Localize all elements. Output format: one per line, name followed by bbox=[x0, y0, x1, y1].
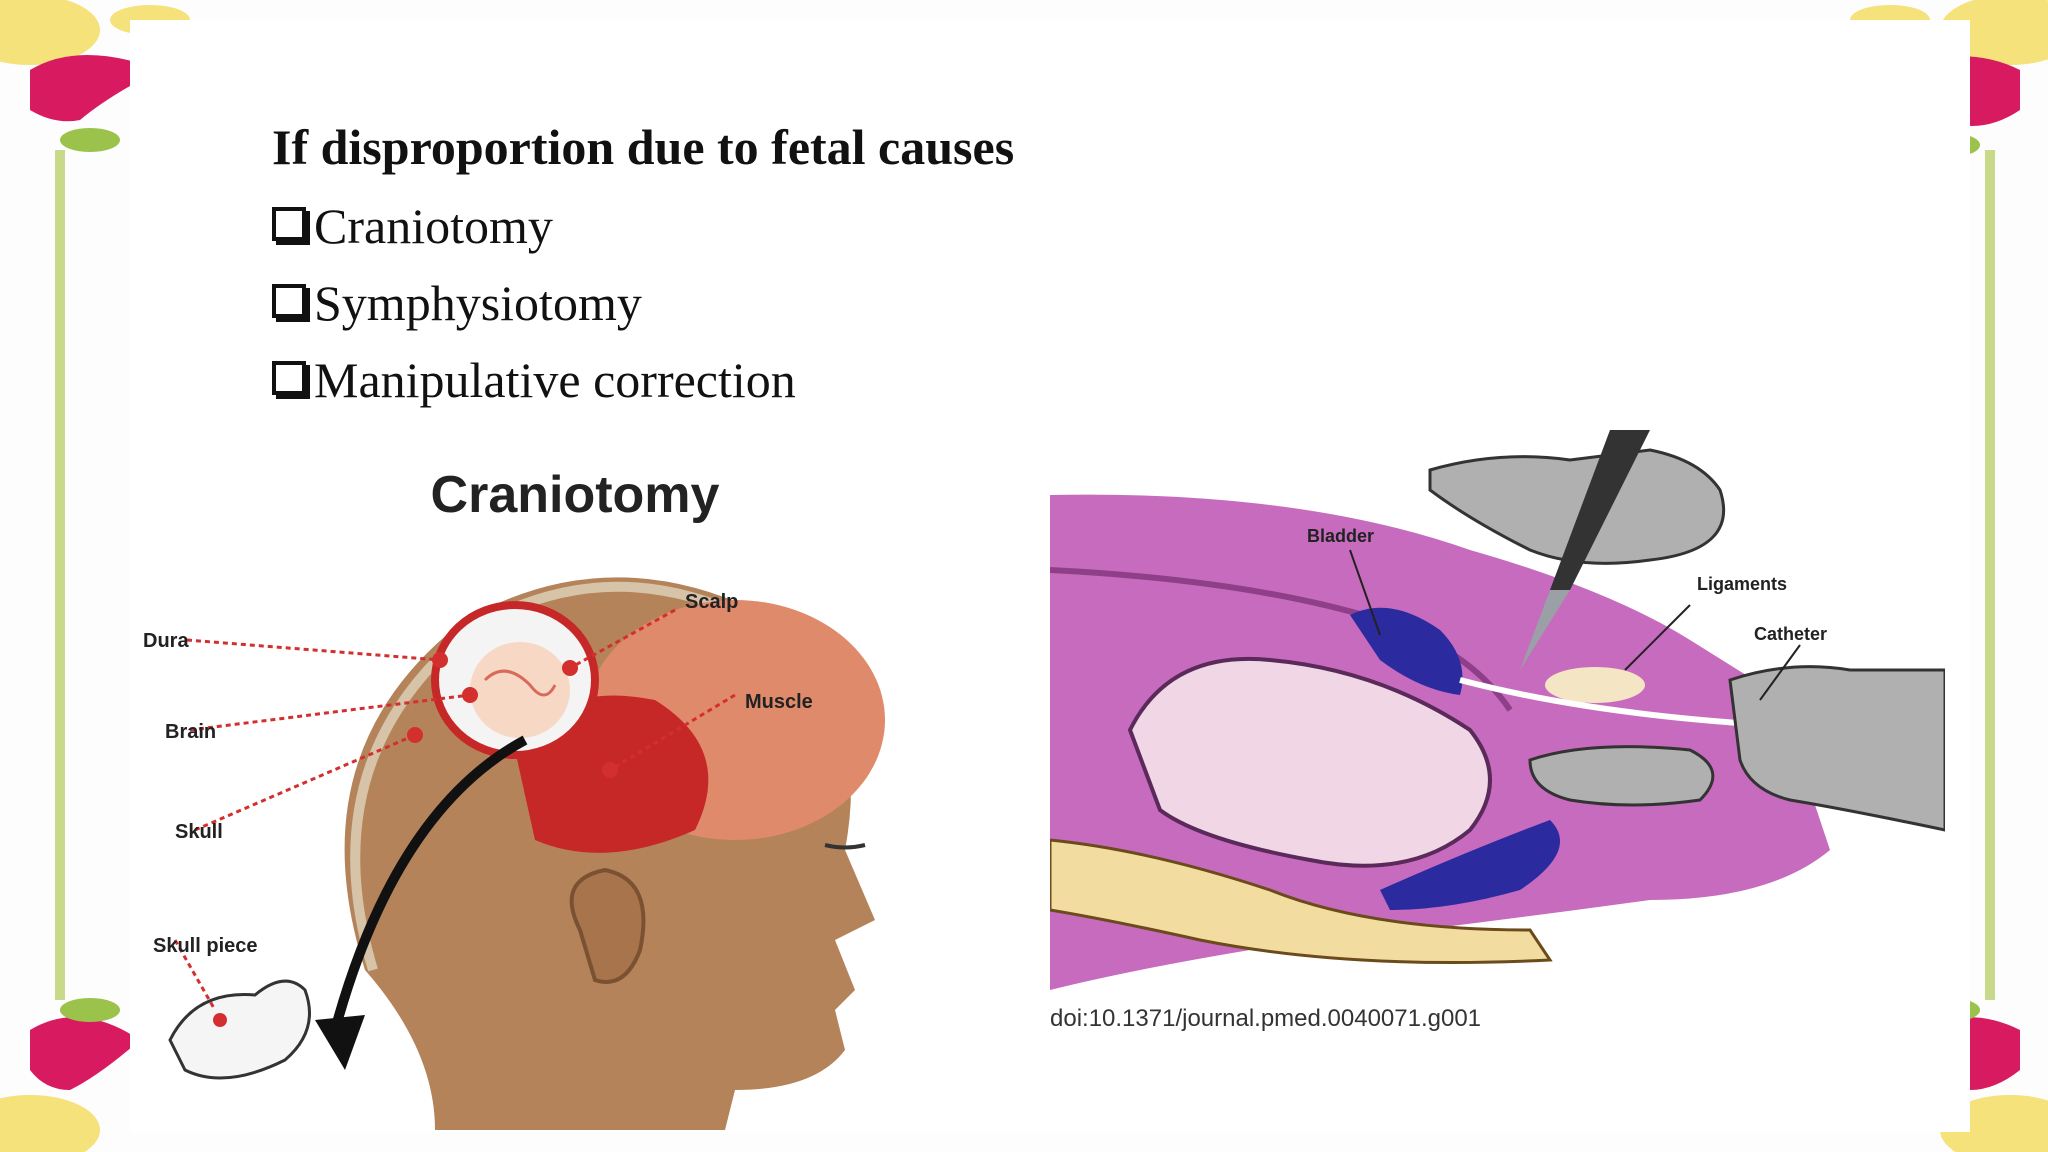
label-brain: Brain bbox=[165, 721, 216, 743]
bullet-symphysiotomy: Symphysiotomy bbox=[272, 274, 642, 332]
slide-heading: If disproportion due to fetal causes bbox=[272, 119, 1015, 175]
glove-right bbox=[1728, 665, 1945, 832]
bullet-label: Craniotomy bbox=[314, 198, 553, 254]
bullet-manipulative-correction: Manipulative correction bbox=[272, 351, 796, 409]
label-ligaments: Ligaments bbox=[1697, 574, 1787, 594]
scalpel-blade bbox=[1520, 590, 1570, 670]
craniotomy-title: Craniotomy bbox=[431, 466, 720, 524]
label-scalp: Scalp bbox=[685, 591, 738, 613]
label-muscle: Muscle bbox=[745, 691, 813, 713]
label-dura: Dura bbox=[143, 630, 189, 652]
doi-caption: doi:10.1371/journal.pmed.0040071.g001 bbox=[1050, 1005, 1481, 1032]
bullet-label: Symphysiotomy bbox=[314, 275, 642, 331]
skull-piece bbox=[168, 979, 311, 1080]
flower-bottom-left bbox=[0, 998, 140, 1152]
label-catheter: Catheter bbox=[1754, 624, 1827, 644]
bullet-craniotomy: Craniotomy bbox=[272, 197, 553, 255]
label-bladder: Bladder bbox=[1307, 526, 1374, 546]
craniotomy-diagram: Craniotomy bbox=[135, 450, 1005, 1130]
bullet-label: Manipulative correction bbox=[314, 352, 796, 408]
scalpel-handle bbox=[1550, 430, 1650, 590]
checkbox-square-icon bbox=[272, 207, 306, 241]
checkbox-square-icon bbox=[272, 284, 306, 318]
checkbox-square-icon bbox=[272, 361, 306, 395]
glove-upper bbox=[1428, 448, 1726, 565]
brain-area bbox=[470, 642, 570, 738]
fetus bbox=[1127, 656, 1492, 868]
symphysiotomy-diagram: Bladder Ligaments Catheter doi:10.1371/j… bbox=[1050, 430, 1945, 1035]
label-skull: Skull bbox=[175, 821, 223, 843]
label-skull-piece: Skull piece bbox=[153, 935, 258, 957]
